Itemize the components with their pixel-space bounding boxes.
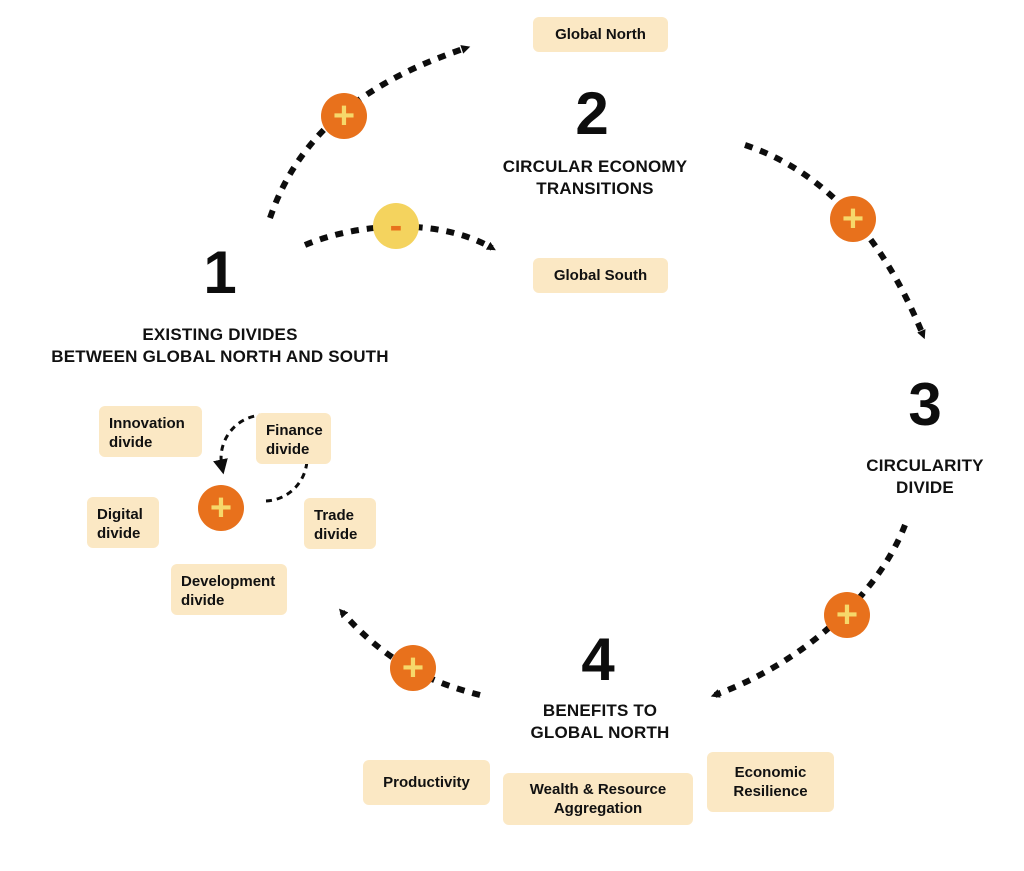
stage-2-title-line-2: TRANSITIONS	[536, 179, 654, 198]
wealth-resource-line-2: Aggregation	[553, 800, 643, 817]
stage-1-number: 1	[203, 239, 237, 306]
finance-divide-line-1: Finance	[266, 422, 323, 439]
stage-2-number: 2	[575, 80, 609, 147]
global-south-box: Global South	[533, 258, 668, 293]
arrow-2-to-3	[744, 142, 926, 340]
arrow-1-to-global-north	[267, 45, 471, 219]
digital-divide-line-2: divide	[97, 525, 141, 542]
digital-divide-box: Digital divide	[87, 497, 159, 548]
global-south-label: Global South	[553, 267, 648, 284]
global-north-box: Global North	[533, 17, 668, 52]
development-divide-box: Development divide	[171, 564, 287, 615]
minus-icon: -	[373, 203, 419, 249]
stage-3-number: 3	[908, 371, 942, 438]
stage-4-title: BENEFITS TO GLOBAL NORTH	[500, 700, 700, 744]
stage-2-title: CIRCULAR ECONOMY TRANSITIONS	[470, 156, 720, 200]
trade-divide-line-1: Trade	[314, 507, 355, 524]
finance-divide-line-2: divide	[266, 441, 310, 458]
wealth-resource-line-1: Wealth & Resource	[529, 781, 667, 798]
wealth-resource-aggregation-box: Wealth & Resource Aggregation	[503, 773, 693, 825]
economic-resilience-box: Economic Resilience	[707, 752, 834, 812]
productivity-label: Productivity	[383, 774, 470, 791]
global-north-label: Global North	[555, 26, 646, 43]
stage-1-title-line-1: EXISTING DIVIDES	[142, 325, 298, 344]
innovation-divide-box: Innovation divide	[99, 406, 202, 457]
development-divide-line-2: divide	[181, 592, 225, 609]
stage-4-title-line-2: GLOBAL NORTH	[530, 723, 670, 742]
stage-1-title: EXISTING DIVIDES BETWEEN GLOBAL NORTH AN…	[20, 324, 420, 368]
economic-resilience-line-2: Resilience	[733, 783, 808, 800]
stage-3-title-line-1: CIRCULARITY	[866, 456, 984, 475]
innovation-divide-line-1: Innovation	[109, 415, 185, 432]
productivity-box: Productivity	[363, 760, 490, 805]
development-divide-line-1: Development	[181, 573, 276, 590]
plus-icon: +	[830, 196, 876, 242]
trade-divide-box: Trade divide	[304, 498, 376, 549]
trade-divide-line-2: divide	[314, 526, 358, 543]
economic-resilience-line-1: Economic	[734, 764, 807, 781]
stage-3-title: CIRCULARITY DIVIDE	[845, 455, 1005, 499]
arrow-3-to-4	[710, 523, 908, 698]
stage-1-title-line-2: BETWEEN GLOBAL NORTH AND SOUTH	[51, 347, 389, 366]
plus-icon: +	[198, 485, 244, 531]
plus-icon: +	[824, 592, 870, 638]
plus-icon: +	[321, 93, 367, 139]
digital-divide-line-1: Digital	[97, 506, 143, 523]
stage-4-number: 4	[581, 626, 615, 693]
stage-4-title-line-1: BENEFITS TO	[542, 701, 658, 720]
plus-icon: +	[390, 645, 436, 691]
stage-3-title-line-2: DIVIDE	[896, 478, 954, 497]
stage-2-title-line-1: CIRCULAR ECONOMY	[502, 157, 688, 176]
finance-divide-box: Finance divide	[256, 413, 331, 464]
innovation-divide-line-2: divide	[109, 434, 153, 451]
